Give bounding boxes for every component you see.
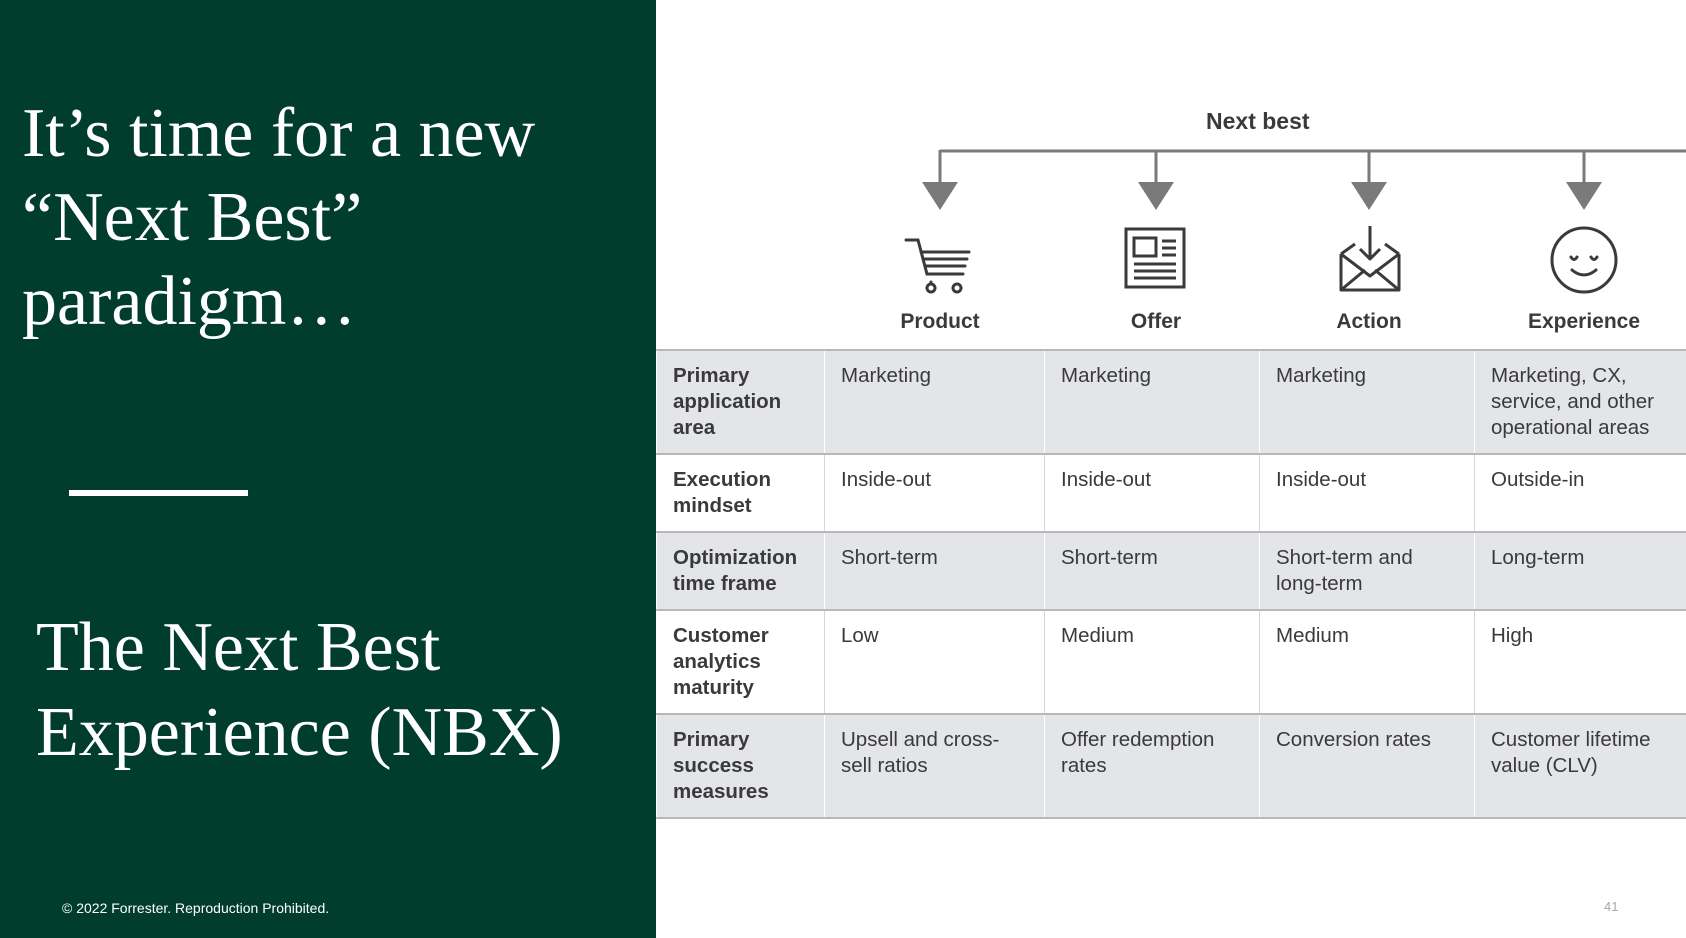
row-header: Primary application area (656, 350, 825, 454)
table-row: Optimization time frame Short-term Short… (656, 532, 1686, 610)
table-cell: Medium (1259, 610, 1475, 714)
subheading-line-2: Experience (NBX) (36, 694, 563, 771)
comparison-table: Primary application area Marketing Marke… (656, 349, 1686, 819)
arrow-down-icon (1351, 182, 1387, 210)
headline-line-1: It’s time for a new (22, 95, 536, 172)
table-cell: Upsell and cross-sell ratios (824, 714, 1045, 818)
table-cell: Low (824, 610, 1045, 714)
table-cell: Marketing (824, 350, 1045, 454)
table-cell: Customer lifetime value (CLV) (1474, 714, 1686, 818)
row-header: Optimization time frame (656, 532, 825, 610)
figure-title-text: Next best (1206, 108, 1310, 134)
smiley-face-icon (1550, 226, 1618, 294)
subheading-line-1: The Next Best (36, 609, 441, 686)
table-cell: Short-term (824, 532, 1045, 610)
table-cell: Medium (1044, 610, 1260, 714)
table-cell: Long-term (1474, 532, 1686, 610)
table-cell: Inside-out (1259, 454, 1475, 532)
table-cell: Short-term (1044, 532, 1260, 610)
next-best-figure: Next best (656, 0, 1686, 938)
shopping-cart-icon (904, 238, 971, 294)
table-row: Primary application area Marketing Marke… (656, 350, 1686, 454)
table-cell: Offer redemption rates (1044, 714, 1260, 818)
row-header: Primary success measures (656, 714, 825, 818)
column-label-experience: Experience (1527, 310, 1641, 333)
headline: It’s time for a new “Next Best” paradigm… (22, 92, 642, 344)
document-offer-icon (1124, 227, 1186, 289)
column-label-offer: Offer (1130, 310, 1182, 333)
table-cell: Inside-out (1044, 454, 1260, 532)
divider-line (69, 490, 248, 496)
row-header: Execution mindset (656, 454, 825, 532)
arrow-down-icon (1138, 182, 1174, 210)
table-cell: Short-term and long-term (1259, 532, 1475, 610)
row-header: Customer analytics maturity (656, 610, 825, 714)
branch-arrows (922, 149, 1686, 210)
table-row: Customer analytics maturity Low Medium M… (656, 610, 1686, 714)
headline-line-2: “Next Best” (22, 179, 363, 256)
envelope-action-icon (1339, 226, 1401, 292)
left-panel: It’s time for a new “Next Best” paradigm… (0, 0, 656, 938)
column-label-action: Action (1336, 310, 1402, 333)
table-cell: Conversion rates (1259, 714, 1475, 818)
headline-line-3: paradigm… (22, 263, 357, 340)
table-row: Primary success measures Upsell and cros… (656, 714, 1686, 818)
table-cell: Marketing (1259, 350, 1475, 454)
table-cell: Marketing, CX, service, and other operat… (1474, 350, 1686, 454)
subheading: The Next Best Experience (NBX) (36, 605, 646, 775)
table-row: Execution mindset Inside-out Inside-out … (656, 454, 1686, 532)
arrow-down-icon (922, 182, 958, 210)
copyright-notice: © 2022 Forrester. Reproduction Prohibite… (62, 900, 330, 916)
page-number: 41 (1604, 899, 1619, 914)
arrow-down-icon (1566, 182, 1602, 210)
table-cell: Inside-out (824, 454, 1045, 532)
table-cell: Marketing (1044, 350, 1260, 454)
table-cell: High (1474, 610, 1686, 714)
table-cell: Outside-in (1474, 454, 1686, 532)
column-label-product: Product (900, 310, 980, 333)
